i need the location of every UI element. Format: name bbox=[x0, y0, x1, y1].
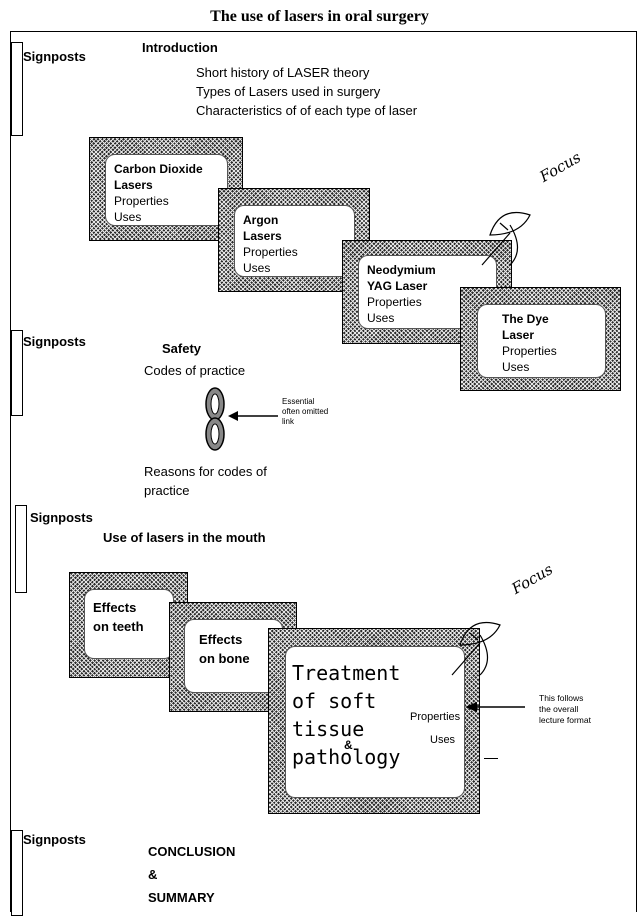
arrow-left-icon bbox=[228, 411, 278, 421]
introduction-list: Short history of LASER theory Types of L… bbox=[196, 63, 417, 120]
effects-bone-line: Effects bbox=[199, 632, 243, 647]
effects-bone-line: on bone bbox=[199, 651, 250, 666]
signpost-bar-4 bbox=[11, 830, 23, 916]
laser-uses: Uses bbox=[243, 261, 271, 275]
signpost-bar-1 bbox=[11, 42, 23, 136]
page-title: The use of lasers in oral surgery bbox=[210, 8, 429, 25]
format-note-line: the overall bbox=[539, 704, 579, 714]
laser-properties: Properties bbox=[367, 295, 422, 309]
laser-name: YAG Laser bbox=[367, 279, 428, 293]
effects-teeth-line: Effects bbox=[93, 600, 137, 615]
effects-teeth-card: Effects on teeth bbox=[69, 572, 188, 678]
laser-card-inner: Argon Lasers Properties Uses bbox=[234, 205, 355, 277]
frame-left-border bbox=[10, 31, 11, 912]
treatment-ampersand: & bbox=[344, 738, 353, 752]
laser-name: Neodymium bbox=[367, 263, 436, 277]
treatment-title: Treatment of soft tissue pathology bbox=[292, 659, 400, 771]
introduction-heading: Introduction bbox=[142, 40, 218, 55]
laser-card-co2: Carbon Dioxide Lasers Properties Uses bbox=[89, 137, 243, 241]
laser-uses: Uses bbox=[367, 311, 395, 325]
introduction-item: Characteristics of of each type of laser bbox=[196, 103, 418, 118]
introduction-item: Short history of LASER theory bbox=[196, 65, 370, 80]
signposts-label-4: Signposts bbox=[23, 832, 86, 847]
conclusion-block: CONCLUSION & SUMMARY bbox=[148, 840, 235, 909]
safety-heading: Safety bbox=[162, 341, 202, 356]
laser-properties: Properties bbox=[114, 194, 169, 208]
laser-card-inner: Carbon Dioxide Lasers Properties Uses bbox=[105, 154, 228, 226]
conclusion-line: SUMMARY bbox=[148, 890, 215, 905]
treatment-title-line: tissue bbox=[292, 717, 365, 741]
arrow-left-icon bbox=[465, 702, 525, 712]
mouth-heading: Use of lasers in the mouth bbox=[103, 530, 266, 545]
laser-uses: Uses bbox=[114, 210, 142, 224]
format-note: This follows the overall lecture format bbox=[539, 693, 591, 726]
laser-properties: Properties bbox=[243, 245, 298, 259]
laser-properties: Properties bbox=[502, 344, 557, 358]
laser-name: The Dye bbox=[502, 312, 549, 326]
treatment-uses: Uses bbox=[430, 734, 456, 746]
treatment-title-line: Treatment bbox=[292, 661, 401, 685]
laser-name: Argon bbox=[243, 213, 279, 227]
format-note-line: lecture format bbox=[539, 715, 591, 725]
focus-lamp-icon bbox=[451, 621, 501, 676]
laser-name: Lasers bbox=[243, 229, 282, 243]
format-note-line: This follows bbox=[539, 693, 584, 703]
conclusion-line: CONCLUSION bbox=[148, 844, 236, 859]
laser-name: Laser bbox=[502, 328, 535, 342]
laser-card-dye: The Dye Laser Properties Uses bbox=[460, 287, 621, 391]
treatment-card: Treatment of soft tissue pathology & Pro… bbox=[268, 628, 480, 814]
laser-name: Carbon Dioxide bbox=[114, 162, 203, 176]
safety-codes: Codes of practice bbox=[144, 363, 246, 378]
frame-right-border bbox=[636, 31, 637, 912]
treatment-title-line: of soft bbox=[292, 689, 377, 713]
signposts-label-1: Signposts bbox=[23, 49, 86, 64]
treatment-properties: Properties bbox=[410, 711, 461, 723]
dash-mark bbox=[484, 758, 498, 759]
treatment-inner: Treatment of soft tissue pathology & Pro… bbox=[285, 646, 465, 798]
introduction-item: Types of Lasers used in surgery bbox=[196, 84, 381, 99]
signpost-bar-3 bbox=[15, 505, 27, 593]
laser-uses: Uses bbox=[502, 360, 530, 374]
link-note-line: often omitted bbox=[282, 407, 329, 416]
link-note-line: link bbox=[282, 417, 295, 426]
laser-name: Lasers bbox=[114, 178, 153, 192]
link-note-line: Essential bbox=[282, 397, 315, 406]
signposts-label-2: Signposts bbox=[23, 334, 86, 349]
effects-bone-inner: Effects on bone bbox=[184, 619, 283, 693]
conclusion-line: & bbox=[148, 867, 158, 882]
laser-card-inner: The Dye Laser Properties Uses bbox=[477, 304, 606, 378]
safety-reasons-line: Reasons for codes of bbox=[144, 464, 267, 479]
signpost-bar-2 bbox=[11, 330, 23, 416]
focus-lamp-icon bbox=[481, 211, 531, 266]
frame-top-border bbox=[10, 31, 637, 32]
safety-reasons: Reasons for codes of practice bbox=[144, 462, 267, 500]
effects-teeth-inner: Effects on teeth bbox=[84, 589, 174, 659]
effects-teeth-line: on teeth bbox=[93, 619, 144, 634]
chain-link-icon bbox=[205, 387, 225, 451]
treatment-title-line: pathology bbox=[292, 745, 401, 769]
signposts-label-3: Signposts bbox=[30, 510, 93, 525]
safety-reasons-line: practice bbox=[144, 483, 190, 498]
link-note: Essential often omitted link bbox=[282, 397, 328, 427]
